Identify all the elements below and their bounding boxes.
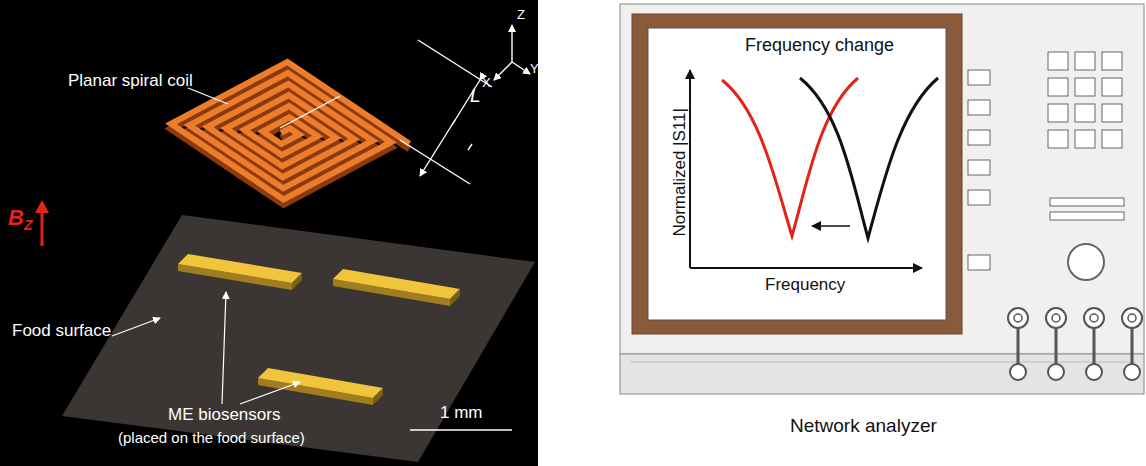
port-pin	[1128, 314, 1136, 322]
connector	[1010, 364, 1026, 380]
axis-label: Y	[530, 62, 539, 76]
key	[1075, 52, 1095, 70]
ports	[1008, 308, 1142, 380]
leader-line	[222, 292, 226, 404]
connector	[1124, 364, 1140, 380]
food-surface	[62, 215, 535, 462]
coil-trace	[171, 62, 409, 200]
leader-line	[112, 318, 160, 336]
key	[1048, 104, 1068, 122]
key	[1075, 104, 1095, 122]
axis-title: Normalized |S11|	[671, 108, 690, 237]
connector	[1086, 364, 1102, 380]
me-biosensor	[258, 368, 383, 405]
plot-axis	[690, 267, 922, 269]
cable	[1131, 328, 1134, 365]
shift-arrow	[812, 225, 850, 227]
base-line	[630, 362, 1136, 363]
port	[1008, 308, 1028, 328]
cable	[1093, 328, 1096, 365]
analyzer-base	[620, 354, 1144, 394]
screen	[648, 28, 946, 320]
field-label: B	[8, 206, 24, 230]
plot-axis	[689, 70, 691, 268]
part-label: ME biosensors	[168, 406, 280, 425]
keypad	[1048, 52, 1122, 148]
key	[1102, 104, 1122, 122]
dimension-label: L	[470, 86, 481, 107]
scale-bar	[410, 429, 512, 431]
port	[1084, 308, 1104, 328]
soft-keys	[968, 70, 990, 270]
key	[1075, 130, 1095, 148]
planar-spiral-coil	[171, 0, 409, 204]
field-arrowhead	[35, 200, 49, 213]
port	[1046, 308, 1066, 328]
key	[1048, 130, 1068, 148]
field-subscript: Z	[24, 218, 33, 233]
port-pin	[1090, 314, 1098, 322]
leader-line	[280, 96, 340, 128]
axis-label: X	[482, 76, 491, 90]
note-label: (placed on the food surface)	[118, 430, 305, 447]
connector	[1048, 364, 1064, 380]
key	[1048, 52, 1068, 70]
axis-label: Z	[517, 8, 525, 22]
me-biosensor	[333, 269, 460, 306]
key	[1102, 52, 1122, 70]
part-label: Planar spiral coil	[68, 72, 193, 91]
leader-line	[188, 88, 228, 104]
port-pin	[1014, 314, 1022, 322]
shifted-resonance	[722, 78, 858, 236]
leader-line	[240, 382, 300, 404]
port-pin	[1052, 314, 1060, 322]
axis-title: Frequency	[765, 276, 845, 295]
field-arrow	[41, 210, 44, 246]
panel-background	[0, 0, 538, 466]
port	[1122, 308, 1142, 328]
key	[1102, 78, 1122, 96]
screen-bezel	[632, 14, 962, 334]
key	[1102, 130, 1122, 148]
part-label: Food surface	[12, 322, 111, 341]
analyzer-body	[620, 4, 1144, 354]
original-resonance	[800, 78, 938, 238]
key	[1048, 78, 1068, 96]
cable	[1055, 328, 1058, 365]
axes	[494, 25, 530, 80]
knob	[1068, 244, 1104, 280]
scale-label: 1 mm	[440, 404, 483, 423]
cable	[1017, 328, 1020, 365]
dimension-l	[400, 40, 492, 184]
plot-title: Frequency change	[745, 36, 894, 56]
me-biosensor	[178, 254, 302, 290]
key	[1075, 78, 1095, 96]
device-label: Network analyzer	[790, 416, 937, 437]
slots	[1050, 198, 1124, 220]
